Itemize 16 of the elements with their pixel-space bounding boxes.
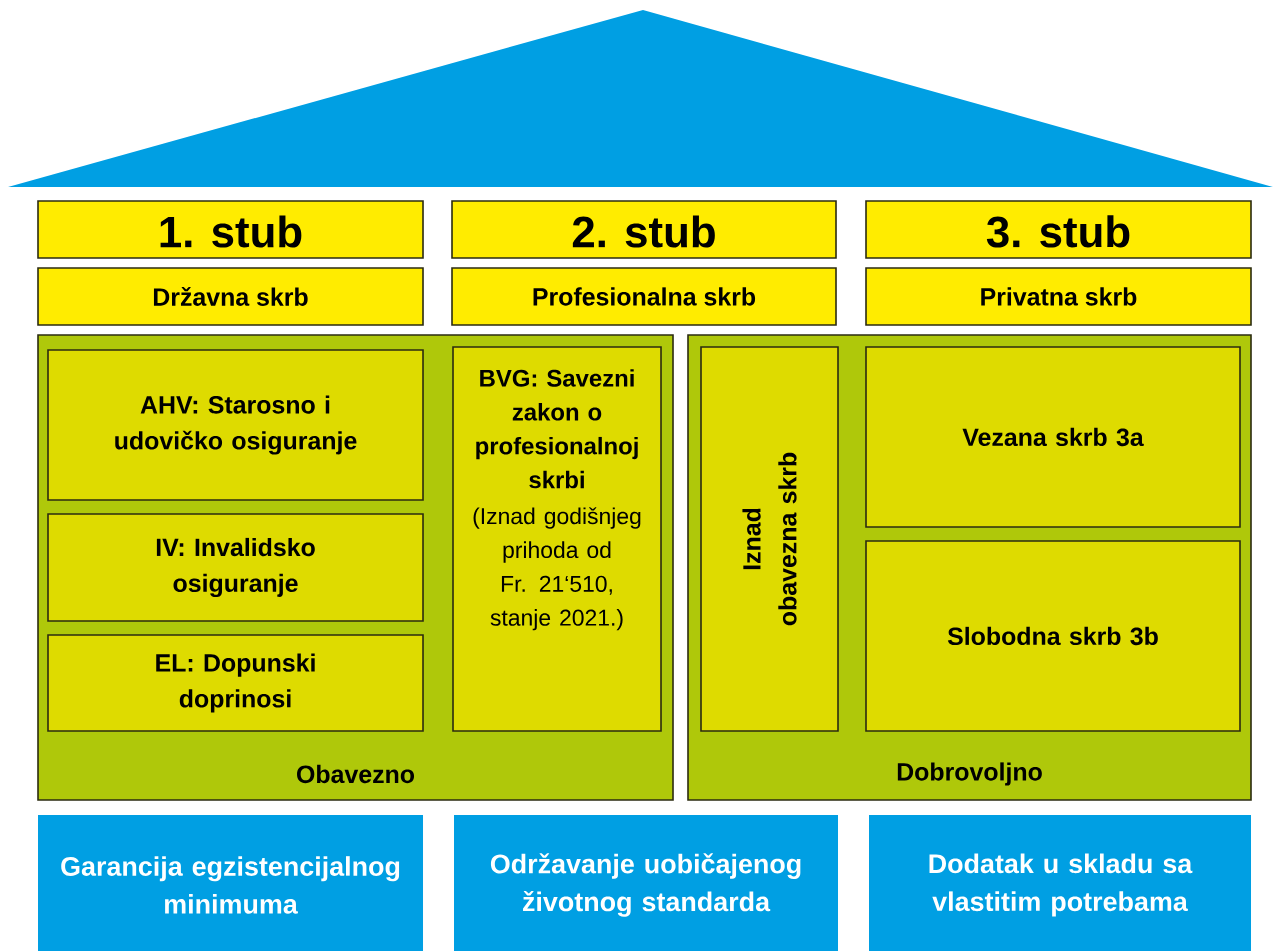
pillar-subheader: Državna skrb (37, 267, 424, 326)
category-box: AHV: Starosno i udovičko osiguranje (47, 349, 424, 501)
category-box: Slobodna skrb 3b (865, 540, 1241, 732)
category-box: Iznad obavezna skrb (700, 346, 839, 732)
category-box: IV: Invalidsko osiguranje (47, 513, 424, 622)
goal-box: Dodatak u skladu sa vlastitim potrebama (869, 815, 1251, 951)
pillar-subheader: Privatna skrb (865, 267, 1252, 326)
goal-box: Održavanje uobičajenog životnog standarda (454, 815, 838, 951)
pillar-subheader: Profesionalna skrb (451, 267, 837, 326)
category-box: Vezana skrb 3a (865, 346, 1241, 528)
goal-box: Garancija egzistencijalnog minimuma (38, 815, 423, 951)
pillar-header: 3. stub (865, 200, 1252, 259)
category-box: EL: Dopunski doprinosi (47, 634, 424, 732)
category-box: BVG: Savezni zakon o profesionalnoj skrbi (Iznad godišnjeg prihoda od Fr. 21‘510, stanje 2021.) (452, 346, 662, 732)
pillar-header: 1. stub (37, 200, 424, 259)
pillar-header: 2. stub (451, 200, 837, 259)
